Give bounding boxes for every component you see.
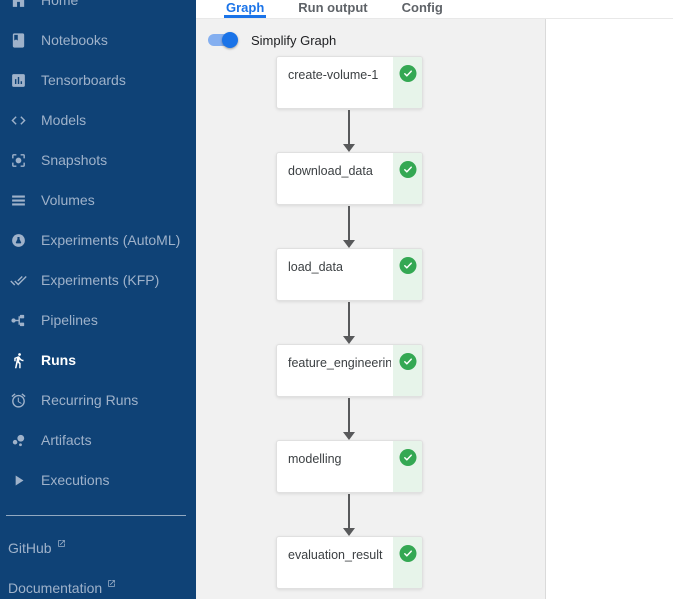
sidebar-item-models[interactable]: Models — [0, 100, 196, 140]
graph-node-create-volume-1[interactable]: create-volume-1 — [276, 56, 423, 109]
sidebar-item-volumes[interactable]: Volumes — [0, 180, 196, 220]
tab-graph[interactable]: Graph — [224, 0, 267, 18]
edge-arrow — [276, 205, 423, 248]
sidebar-item-label: Runs — [41, 352, 76, 368]
sidebar: Home Notebooks Tensorboards Models Snaps… — [0, 0, 196, 599]
success-check-icon — [399, 257, 416, 274]
sidebar-item-label: Volumes — [41, 192, 95, 208]
double-check-icon — [10, 272, 27, 289]
sidebar-item-home[interactable]: Home — [0, 0, 196, 20]
edge-arrow — [276, 301, 423, 344]
sidebar-item-label: Home — [41, 0, 79, 8]
graph-node-evaluation-result[interactable]: evaluation_result — [276, 536, 423, 589]
sidebar-item-label: Models — [41, 112, 87, 128]
sidebar-item-label: Experiments (KFP) — [41, 272, 160, 288]
sidebar-item-tensorboards[interactable]: Tensorboards — [0, 60, 196, 100]
sidebar-item-experiments-kfp[interactable]: Experiments (KFP) — [0, 260, 196, 300]
alarm-clock-icon — [10, 392, 27, 409]
sidebar-item-experiments-automl[interactable]: Experiments (AutoML) — [0, 220, 196, 260]
link-documentation[interactable]: Documentation — [0, 568, 196, 599]
sidebar-item-runs[interactable]: Runs — [0, 340, 196, 380]
node-label: create-volume-1 — [288, 68, 379, 82]
link-label: Documentation — [8, 580, 103, 596]
sidebar-item-label: Snapshots — [41, 152, 108, 168]
sidebar-item-label: Recurring Runs — [41, 392, 139, 408]
sidebar-item-executions[interactable]: Executions — [0, 460, 196, 500]
sidebar-item-recurring-runs[interactable]: Recurring Runs — [0, 380, 196, 420]
node-status-strip — [393, 153, 422, 204]
edge-arrow — [276, 397, 423, 440]
graph-node-modelling[interactable]: modelling — [276, 440, 423, 493]
sidebar-item-label: Notebooks — [41, 32, 108, 48]
sidebar-links: GitHub Documentation — [0, 528, 196, 599]
node-label: modelling — [288, 452, 342, 466]
sidebar-item-artifacts[interactable]: Artifacts — [0, 420, 196, 460]
success-check-icon — [399, 545, 416, 562]
volume-list-icon — [10, 192, 27, 209]
automl-beaker-icon — [10, 232, 27, 249]
success-check-icon — [399, 449, 416, 466]
main-area: Graph Run output Config Simplify Graph cre… — [196, 0, 673, 599]
node-status-strip — [393, 57, 422, 108]
success-check-icon — [399, 353, 416, 370]
sidebar-item-label: Artifacts — [41, 432, 92, 448]
node-label: feature_engineering — [288, 356, 391, 370]
graph-node-feature-engineering[interactable]: feature_engineering — [276, 344, 423, 397]
pipeline-icon — [10, 312, 27, 329]
code-arrows-icon — [10, 112, 27, 129]
link-label: GitHub — [8, 540, 52, 556]
graph-node-download-data[interactable]: download_data — [276, 152, 423, 205]
external-link-icon — [57, 539, 66, 548]
runner-icon — [10, 352, 27, 369]
success-check-icon — [399, 161, 416, 178]
notebook-icon — [10, 32, 27, 49]
sidebar-item-label: Tensorboards — [41, 72, 126, 88]
sidebar-item-snapshots[interactable]: Snapshots — [0, 140, 196, 180]
node-label: load_data — [288, 260, 343, 274]
sidebar-item-label: Experiments (AutoML) — [41, 232, 181, 248]
bubble-chart-icon — [10, 432, 27, 449]
sidebar-item-pipelines[interactable]: Pipelines — [0, 300, 196, 340]
toggle-knob — [222, 32, 238, 48]
simplify-graph-label: Simplify Graph — [251, 32, 337, 48]
node-status-strip — [393, 345, 422, 396]
graph-panel: Simplify Graph create-volume-1 download_… — [196, 19, 546, 599]
sidebar-item-label: Executions — [41, 472, 110, 488]
tab-run-output[interactable]: Run output — [298, 0, 368, 15]
sidebar-item-notebooks[interactable]: Notebooks — [0, 20, 196, 60]
simplify-graph-toggle-row: Simplify Graph — [206, 31, 336, 49]
simplify-graph-toggle[interactable] — [208, 32, 238, 48]
external-link-icon — [107, 579, 116, 588]
edge-arrow — [276, 493, 423, 536]
pipeline-graph: create-volume-1 download_data load_data … — [276, 56, 423, 589]
sidebar-item-label: Pipelines — [41, 312, 98, 328]
link-github[interactable]: GitHub — [0, 528, 196, 568]
graph-node-load-data[interactable]: load_data — [276, 248, 423, 301]
node-status-strip — [393, 441, 422, 492]
node-label: download_data — [288, 164, 373, 178]
sidebar-divider — [6, 515, 186, 516]
edge-arrow — [276, 109, 423, 152]
node-status-strip — [393, 249, 422, 300]
node-label: evaluation_result — [288, 548, 383, 562]
sidebar-nav: Home Notebooks Tensorboards Models Snaps… — [0, 0, 196, 500]
node-status-strip — [393, 537, 422, 588]
bar-chart-icon — [10, 72, 27, 89]
play-icon — [10, 472, 27, 489]
tab-config[interactable]: Config — [401, 0, 443, 15]
tab-bar: Graph Run output Config — [196, 0, 673, 19]
success-check-icon — [399, 65, 416, 82]
home-icon — [10, 0, 27, 9]
snapshot-icon — [10, 152, 27, 169]
